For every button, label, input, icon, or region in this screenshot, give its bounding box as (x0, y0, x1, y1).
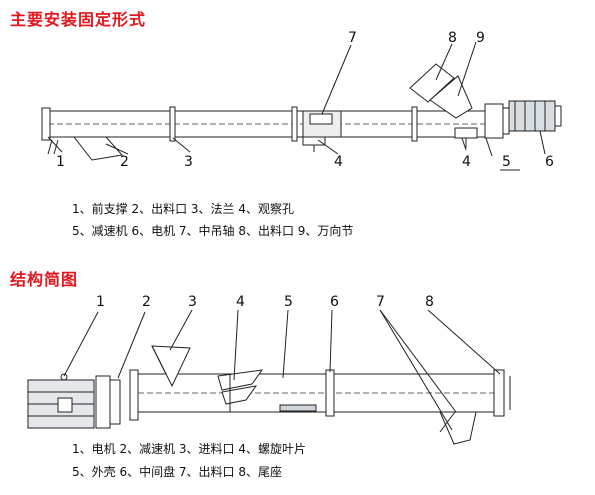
callout-2: 2 (120, 154, 129, 170)
screw-blade (217, 369, 264, 391)
callout-6: 6 (545, 154, 554, 170)
callout-7b: 7 (376, 294, 385, 310)
outlet-7 (439, 411, 477, 445)
front-end-cap (41, 107, 51, 141)
flange (291, 106, 298, 142)
head-flange (129, 369, 139, 421)
inspection-hole (454, 127, 478, 139)
legend2-line-1: 1、电机 2、减速机 3、进料口 4、螺旋叶片 (72, 442, 306, 456)
callout-4c: 4 (236, 294, 245, 310)
outlet-8 (409, 63, 455, 103)
callout-2b: 2 (142, 294, 151, 310)
motor-eyebolt (60, 373, 68, 381)
callout-3: 3 (184, 154, 193, 170)
flange (169, 106, 176, 142)
callout-6b: 6 (330, 294, 339, 310)
outlet-2 (72, 136, 123, 161)
legend-line-2: 5、减速机 6、电机 7、中吊轴 8、出料口 9、万向节 (72, 224, 354, 238)
callout-1: 1 (56, 154, 65, 170)
tail-seat (493, 369, 505, 417)
inspection-hole (302, 136, 326, 146)
front-support (47, 139, 53, 155)
legend2-line-2: 5、外壳 6、中间盘 7、出料口 8、尾座 (72, 465, 282, 479)
section1-title: 主要安装固定形式 (10, 10, 147, 29)
motor (508, 100, 556, 132)
legend-line-1: 1、前支撑 2、出料口 3、法兰 4、观察孔 (72, 202, 294, 216)
middle-disk-base (279, 404, 317, 412)
callout-5: 5 (502, 154, 511, 170)
middle-disk (325, 369, 335, 417)
callout-8b: 8 (425, 294, 434, 310)
section2-title: 结构简图 (10, 270, 79, 289)
reducer (484, 103, 504, 139)
callout-7: 7 (348, 30, 357, 46)
callout-4b: 4 (462, 154, 471, 170)
callout-5b: 5 (284, 294, 293, 310)
callout-3b: 3 (188, 294, 197, 310)
reducer-2 (95, 375, 111, 429)
callout-9: 9 (476, 30, 485, 46)
flange (411, 106, 418, 142)
callout-8: 8 (448, 30, 457, 46)
callout-1b: 1 (96, 294, 105, 310)
callout-4: 4 (334, 154, 343, 170)
